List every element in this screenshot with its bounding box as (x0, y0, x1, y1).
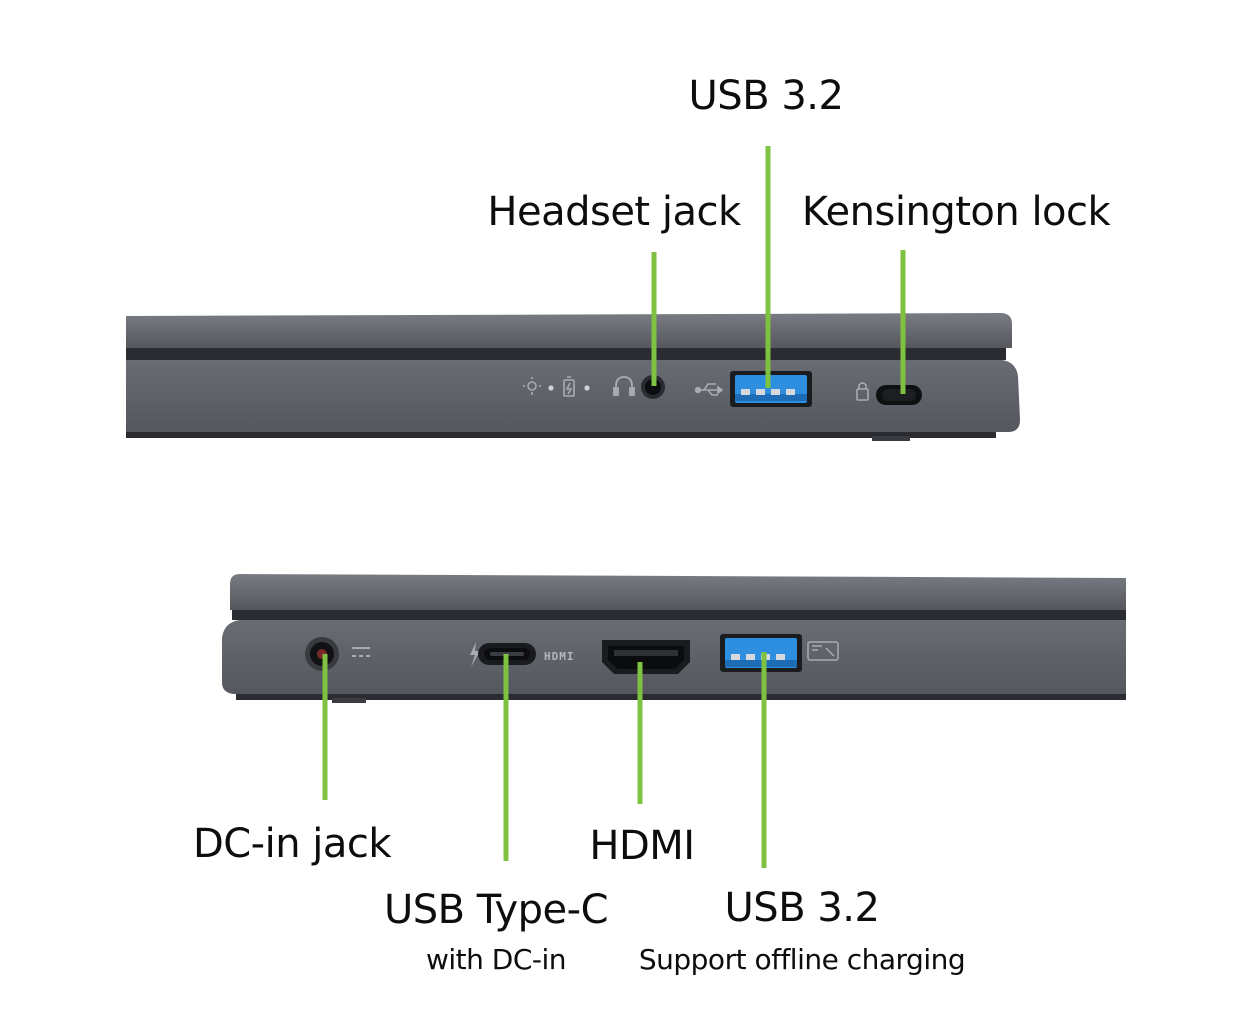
dc-in-jack-label: DC-in jack (192, 821, 392, 867)
led-indicator (548, 385, 554, 391)
kensington-lock-label: Kensington lock (801, 189, 1111, 235)
usb-type-c-label: USB Type-C (383, 887, 609, 933)
usb-a-port-left (720, 634, 802, 672)
laptop-left-side-view: HDMI (222, 574, 1126, 703)
battery-charge-icon (563, 376, 575, 397)
lid-right (126, 313, 1012, 348)
usb32-left-label: USB 3.2 (724, 885, 880, 931)
usb-a-port-right (730, 371, 812, 407)
bottom-shadow-left (236, 694, 1126, 700)
usb-trident-icon (694, 383, 724, 396)
leader-lines-left (322, 652, 767, 868)
headset-icon (613, 376, 635, 396)
hdmi-port (602, 640, 690, 674)
leader-lines-right (651, 146, 906, 394)
hinge-gap-left (232, 610, 1126, 620)
led-indicator (584, 385, 590, 391)
laptop-right-side-view (126, 313, 1020, 441)
foot-right (872, 436, 910, 441)
usb32-left-sublabel: Support offline charging (638, 943, 966, 976)
usb32-right-label: USB 3.2 (688, 73, 844, 119)
hdmi-label: HDMI (589, 823, 695, 869)
hinge-gap-right (126, 348, 1006, 360)
bottom-shadow-right (126, 432, 996, 438)
power-light-icon (523, 377, 541, 395)
dc-power-icon (352, 647, 370, 657)
usb-type-c-sublabel: with DC-in (425, 943, 567, 976)
headset-jack-label: Headset jack (487, 189, 741, 235)
foot-left (332, 698, 366, 703)
hdmi-port-marking: HDMI (544, 650, 575, 663)
lid-left (230, 574, 1126, 610)
kensington-icon (856, 382, 869, 401)
usb-charge-icon (807, 641, 839, 661)
bolt-icon (470, 642, 480, 667)
